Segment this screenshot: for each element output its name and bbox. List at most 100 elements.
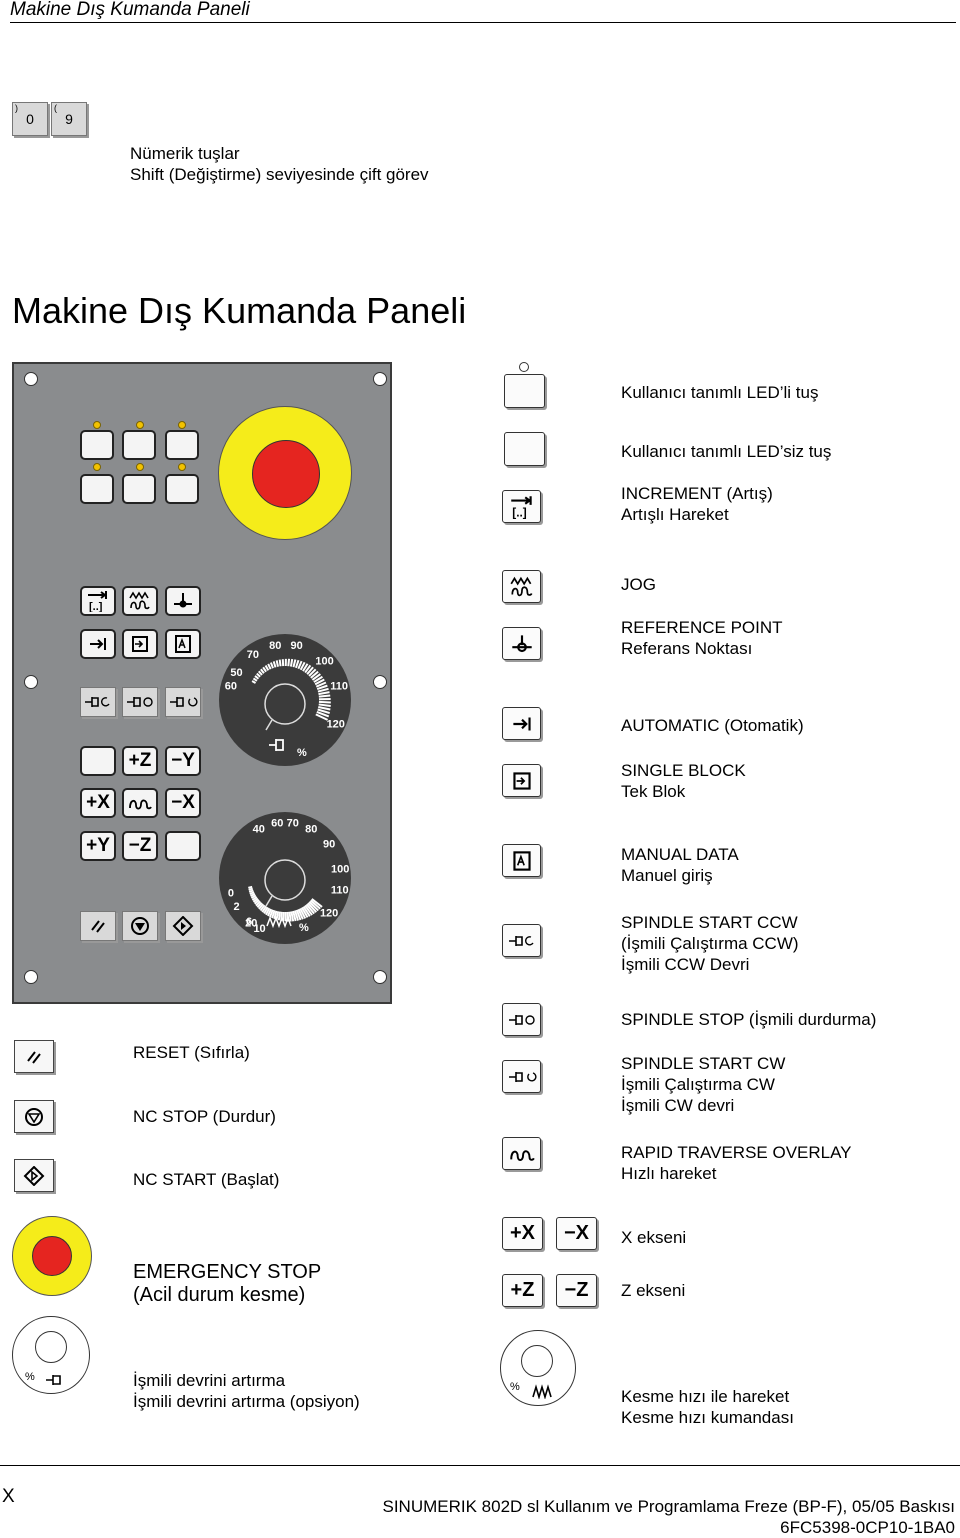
numeric-keys-desc-1: Nümerik tuşlar (130, 143, 240, 164)
user-key-5[interactable] (122, 474, 156, 504)
legend-nc-stop-key (14, 1100, 54, 1133)
led-indicator (136, 421, 144, 429)
screw (24, 675, 38, 689)
increment-key[interactable]: [..] (80, 586, 116, 616)
minus-x-key[interactable]: −X (165, 788, 201, 818)
dial-tick (277, 660, 278, 666)
legend-spindle-cw-text: İşmili Çalıştırma CW (621, 1074, 775, 1095)
legend-reset-text: RESET (Sıfırla) (133, 1042, 250, 1063)
numeric-keys-desc-2: Shift (Değiştirme) seviyesinde çift göre… (130, 164, 429, 185)
jog-key[interactable] (122, 586, 158, 616)
single-block-icon (127, 633, 153, 655)
legend-user-led-key-text: Kullanıcı tanımlı LED’li tuş (621, 382, 818, 403)
dial-tick-label: 90 (291, 640, 303, 652)
spindle-icon (45, 1373, 69, 1387)
numeric-key-9[interactable]: ( 9 (51, 102, 87, 136)
legend-spindle-ccw-key (502, 924, 541, 957)
user-key-6[interactable] (165, 474, 199, 504)
header-rule (10, 22, 956, 23)
legend-user-led-key (504, 374, 545, 408)
screw (24, 372, 38, 386)
reference-point-icon (170, 590, 196, 612)
legend-spindle-override-text: İşmili devrini artırma (opsiyon) (133, 1391, 360, 1412)
legend-spindle-override-text: İşmili devrini artırma (133, 1370, 285, 1391)
numeric-key-0[interactable]: ) 0 (12, 102, 48, 136)
dial-tick-label: 100 (315, 655, 333, 667)
legend-led-indicator (519, 362, 529, 372)
reference-point-key[interactable] (165, 586, 201, 616)
screw (373, 970, 387, 984)
legend-spindle-stop-text: SPINDLE STOP (İşmili durdurma) (621, 1009, 876, 1030)
emergency-stop-button[interactable] (218, 406, 352, 540)
dial-tick (289, 912, 290, 922)
spindle-cw-key[interactable] (165, 687, 201, 717)
legend-manual-data-text: Manuel giriş (621, 865, 713, 886)
dial-tick-label: 110 (330, 681, 348, 693)
plus-x-key[interactable]: +X (80, 788, 116, 818)
numeric-key-9-label: 9 (65, 111, 73, 127)
dial-tick (288, 659, 289, 666)
legend-plus-x-key: +X (502, 1217, 543, 1250)
legend-rapid-text: RAPID TRAVERSE OVERLAY (621, 1142, 852, 1163)
legend-minus-z-key: −Z (556, 1274, 597, 1307)
spindle-stop-key[interactable] (122, 687, 158, 717)
legend-reference-point-text: REFERENCE POINT (621, 617, 783, 638)
legend-single-block-text: Tek Blok (621, 781, 685, 802)
legend-jog-text: JOG (621, 574, 656, 595)
legend-feed-override-text: Kesme hızı ile hareket (621, 1386, 789, 1407)
increment-icon: [..] (508, 495, 536, 519)
rapid-traverse-key[interactable] (122, 788, 158, 818)
dial-tick-label: 120 (320, 907, 338, 919)
dial-tick-label: 90 (323, 839, 335, 851)
increment-icon: [..] (85, 590, 111, 612)
legend-spindle-ccw-text: İşmili CCW Devri (621, 954, 749, 975)
user-key-1[interactable] (80, 430, 114, 460)
reset-icon (23, 1047, 45, 1067)
dial-knob (521, 1345, 553, 1377)
dial-tick (249, 889, 253, 890)
user-key-3[interactable] (165, 430, 199, 460)
legend-increment-text: Artışlı Hareket (621, 504, 729, 525)
dial-tick-label: 70 (247, 649, 259, 661)
user-key-2[interactable] (122, 430, 156, 460)
user-key-7[interactable] (80, 746, 116, 776)
dial-tick-label: 60 (225, 681, 237, 693)
reset-key[interactable] (80, 911, 116, 941)
legend-spindle-override-dial: % (12, 1316, 90, 1394)
nc-start-key[interactable] (165, 911, 201, 941)
legend-automatic-key (502, 707, 541, 740)
nc-stop-icon (129, 916, 151, 936)
user-key-4[interactable] (80, 474, 114, 504)
legend-feed-override-dial: % (500, 1330, 576, 1406)
page-marker: X (2, 1486, 15, 1508)
user-key-8[interactable] (165, 831, 201, 861)
manual-data-key[interactable] (165, 629, 201, 659)
plus-y-key[interactable]: +Y (80, 831, 116, 861)
feed-icon (531, 1383, 553, 1399)
spindle-stop-icon (125, 693, 155, 711)
legend-spindle-cw-key (502, 1060, 541, 1093)
spindle-ccw-key[interactable] (80, 687, 116, 717)
nc-stop-key[interactable] (122, 911, 158, 941)
minus-z-key[interactable]: −Z (122, 831, 158, 861)
dial-tick-label: 120 (327, 719, 345, 731)
single-block-icon (508, 769, 536, 793)
manual-data-icon (508, 849, 536, 873)
spindle-ccw-icon (507, 932, 537, 950)
automatic-key[interactable] (80, 629, 116, 659)
legend-z-axis-text: Z ekseni (621, 1280, 685, 1301)
dial-tick-label: 60 (271, 818, 283, 830)
header-title: Makine Dış Kumanda Paneli (10, 0, 250, 21)
legend-jog-key (502, 570, 541, 603)
led-indicator (178, 463, 186, 471)
legend-rapid-text: Hızlı hareket (621, 1163, 716, 1184)
rapid-traverse-icon (508, 1143, 536, 1165)
legend-nc-start-key (14, 1159, 54, 1192)
legend-x-axis-text: X ekseni (621, 1227, 686, 1248)
legend-reference-point-key (502, 627, 541, 660)
minus-y-key[interactable]: −Y (165, 746, 201, 776)
single-block-key[interactable] (122, 629, 158, 659)
plus-z-key[interactable]: +Z (122, 746, 158, 776)
